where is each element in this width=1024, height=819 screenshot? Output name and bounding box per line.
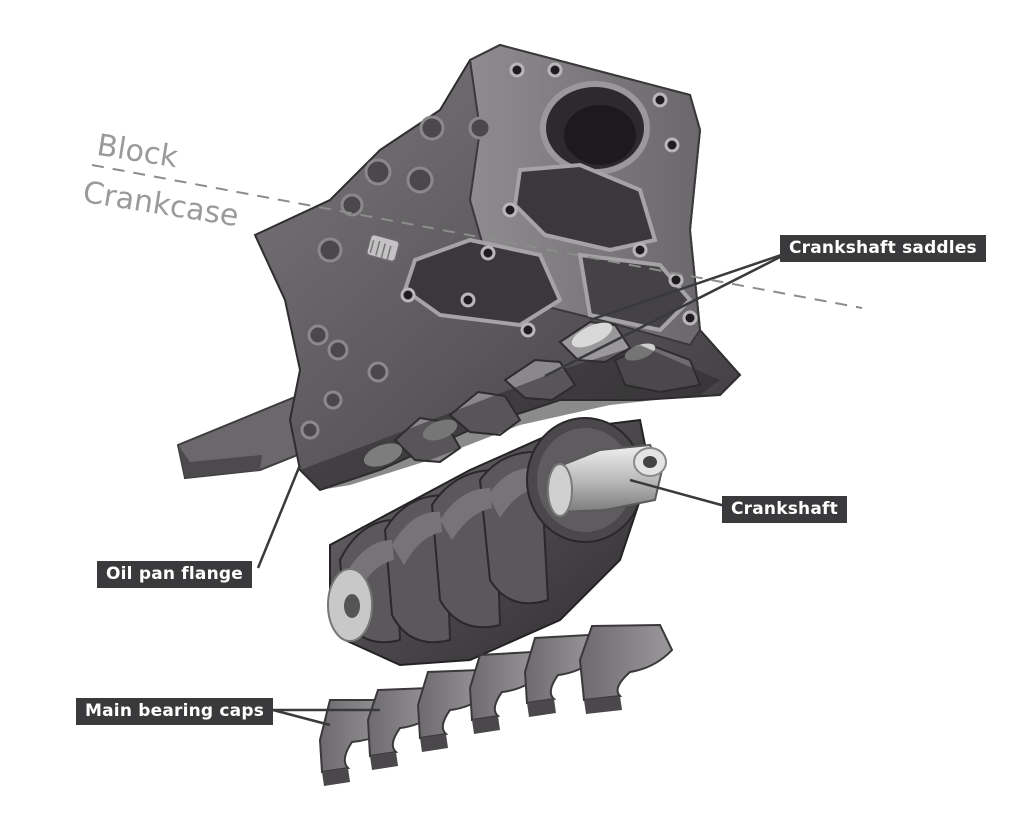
engine-block (176, 43, 742, 492)
leader-line-oil-pan (256, 464, 302, 569)
leader-line-crankshaft (629, 478, 726, 508)
leader-lines (256, 250, 791, 727)
crankshaft-saddles-label: Crankshaft saddles (780, 235, 986, 262)
leader-line-caps-1 (272, 708, 331, 727)
threaded-stud (365, 233, 401, 263)
leader-line-saddles-2 (544, 250, 791, 378)
leader-line-saddles-1 (589, 250, 791, 322)
main-bearing-caps (318, 623, 674, 786)
main-bearing-caps-label: Main bearing caps (76, 698, 274, 725)
oil-pan-flange-label: Oil pan flange (97, 561, 252, 588)
crankshaft-label: Crankshaft (722, 496, 847, 523)
block-crankcase-split-line (91, 164, 863, 309)
bearing-cap (578, 623, 674, 714)
crankshaft (327, 417, 667, 667)
